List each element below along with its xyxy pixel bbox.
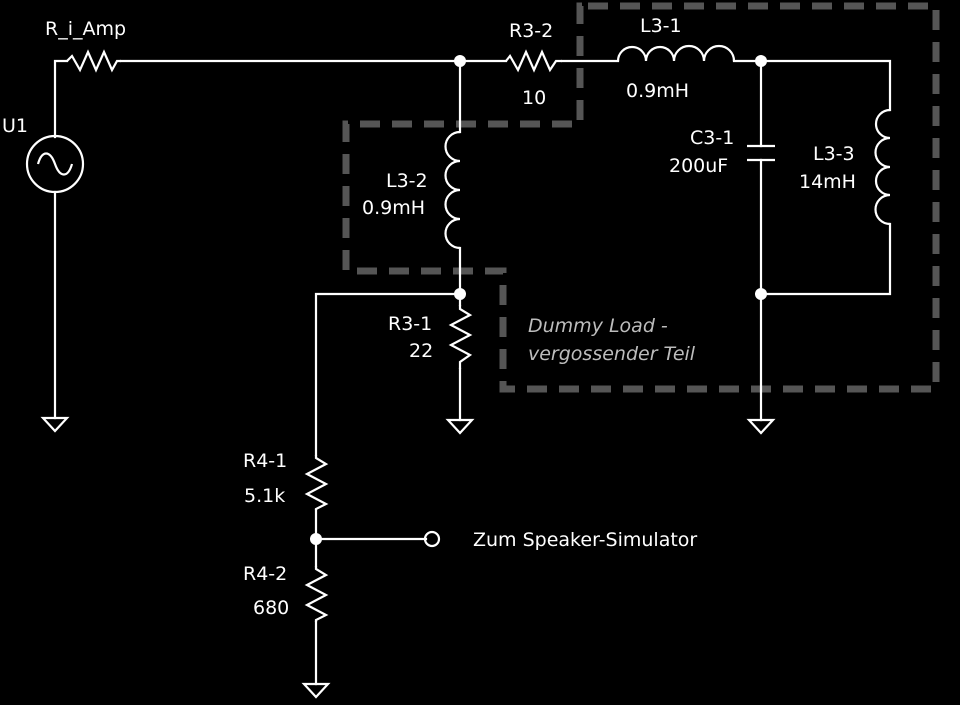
label-l3-3-value: 14mH [799,171,856,193]
potted-section-boundary [342,2,940,393]
ground-icon [301,682,331,699]
inductor-l3-2-icon[interactable] [444,130,461,250]
ac-source-icon[interactable] [25,134,85,194]
label-r3-1-ref: R3-1 [388,313,432,335]
inductor-l3-1-icon[interactable] [616,44,736,62]
junction-dot [454,55,466,67]
ground-icon [40,416,70,433]
ground-icon [445,418,475,435]
label-l3-2-ref: L3-2 [386,170,428,192]
label-c3-1-value: 200uF [669,155,728,177]
output-terminal-icon[interactable] [423,530,441,548]
junction-dot [755,288,767,300]
label-u1: U1 [2,115,28,137]
resistor-r-i-amp-icon[interactable] [66,49,121,73]
junction-dot [755,55,767,67]
label-l3-3-ref: L3-3 [813,143,855,165]
label-l3-2-value: 0.9mH [362,197,425,219]
label-r-i-amp: R_i_Amp [45,18,126,40]
label-r3-1-value: 22 [409,340,433,362]
junctions [310,55,767,545]
label-c3-1-ref: C3-1 [690,127,734,149]
capacitor-c3-1-icon[interactable] [747,144,775,162]
junction-dot [454,288,466,300]
label-l3-1-ref: L3-1 [640,15,682,37]
label-r4-2-value: 680 [253,597,289,619]
label-r4-1-ref: R4-1 [243,450,287,472]
wires [53,59,892,686]
resistor-r4-2-icon[interactable] [304,566,329,622]
resistor-r3-2-icon[interactable] [505,49,562,73]
label-r3-2-value: 10 [522,87,546,109]
ground-icon [746,418,776,435]
inductor-l3-3-icon[interactable] [874,108,891,226]
label-r3-2-ref: R3-2 [509,20,553,42]
label-l3-1-value: 0.9mH [626,80,689,102]
label-r4-2-ref: R4-2 [243,563,287,585]
output-label: Zum Speaker-Simulator [473,529,697,551]
annotation-line-1: Dummy Load - [528,315,668,337]
annotation-line-2: vergossender Teil [528,343,696,365]
resistor-r4-1-icon[interactable] [304,455,329,510]
junction-dot [310,533,322,545]
label-r4-1-value: 5.1k [244,485,285,507]
resistor-r3-1-icon[interactable] [448,305,473,369]
